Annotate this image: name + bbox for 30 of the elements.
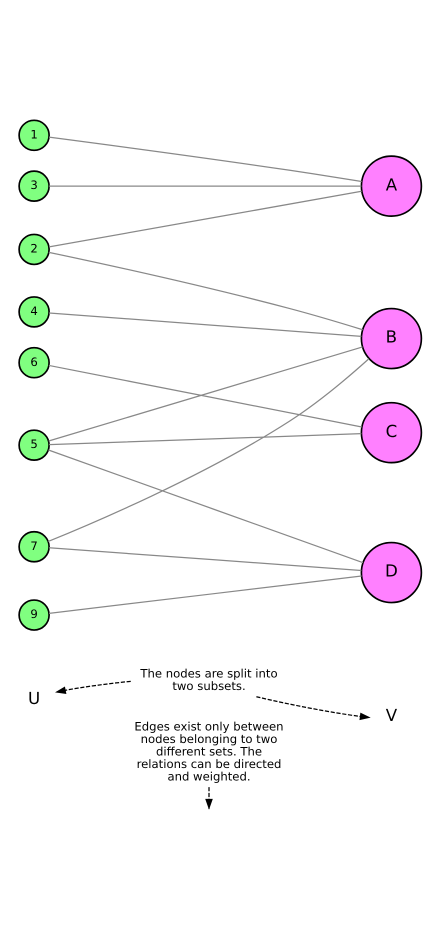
node-circle: A (360, 154, 422, 216)
connector (48, 358, 370, 542)
node-circle: 3 (18, 170, 50, 202)
node-text: Edges exist only between nodes belonging to two different sets. The relations can be directed and weighted. (134, 719, 284, 784)
connector (48, 136, 362, 182)
connector (49, 185, 362, 186)
connector (49, 432, 362, 445)
node-circle: C (360, 401, 422, 463)
node-circle: 6 (18, 346, 50, 378)
connector (48, 251, 363, 330)
connector (48, 346, 363, 442)
node-circle: 9 (18, 598, 50, 630)
node-circle: 1 (18, 119, 50, 151)
connector (49, 312, 362, 336)
node-text: V (386, 705, 398, 724)
connector (49, 546, 362, 571)
node-circle: 2 (18, 233, 50, 265)
node-circle: 4 (18, 296, 50, 328)
connector (48, 448, 364, 563)
node-circle: 5 (18, 428, 50, 460)
arrow (256, 696, 371, 720)
connector (49, 574, 362, 614)
node-circle: B (360, 307, 422, 369)
node-text: U (28, 688, 40, 708)
connector (48, 364, 362, 428)
node-text: The nodes are split into two subsets. (140, 666, 278, 693)
arrow (55, 680, 131, 694)
connector (48, 190, 362, 248)
node-circle: 7 (18, 530, 50, 562)
node-circle: D (360, 541, 422, 603)
